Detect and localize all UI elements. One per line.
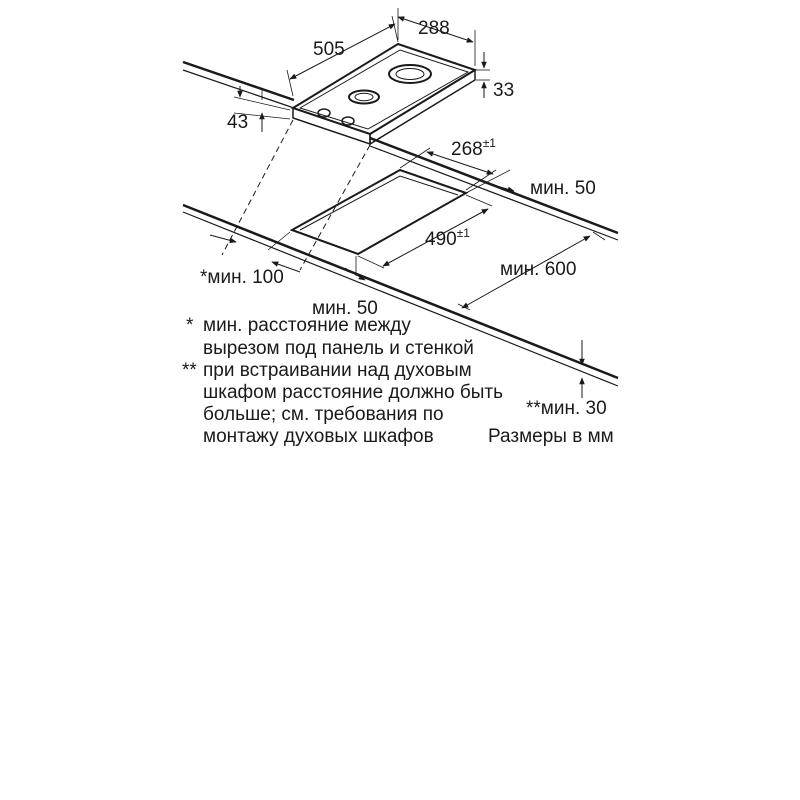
countertop-back-edge-right <box>369 136 619 235</box>
countertop-back-edge-right-inner <box>369 145 619 241</box>
small-burner-icon <box>348 89 380 105</box>
countertop-front-edge <box>182 203 619 380</box>
label-hob-depth: 288 <box>418 18 450 39</box>
label-min-front: мин. 50 <box>312 298 378 319</box>
countertop-front-edge-inner <box>182 211 619 387</box>
control-knobs <box>317 108 355 126</box>
footnote-1-line-1: мин. расстояние между <box>203 315 411 336</box>
knob-icon <box>341 116 355 126</box>
footnote-2-line-2: шкафом расстояние должно быть <box>203 382 503 403</box>
dim-hob-width: 505 <box>286 15 399 97</box>
dim-min-top: мин. 600 <box>457 231 606 311</box>
label-hob-width: 505 <box>313 39 345 60</box>
label-min-side: *мин. 100 <box>200 267 284 288</box>
label-cutout-depth: 490±1 <box>425 226 470 250</box>
knob-icon <box>317 108 331 118</box>
projection-lines <box>221 119 371 271</box>
footnote-2-mark: ** <box>182 360 197 381</box>
footnote-2-line-4: монтажу духовых шкафов <box>203 426 434 447</box>
label-min-rear: мин. 50 <box>530 178 596 199</box>
footnote-2-line-1: при встраивании над духовым <box>203 360 472 381</box>
countertop-back-edge-left-inner <box>182 69 295 109</box>
footnotes: * мин. расстояние между вырезом под пане… <box>182 315 614 447</box>
dim-cutout-depth: 490±1 <box>357 194 493 269</box>
dim-hob-height: 43 <box>227 86 291 133</box>
label-min-top: мин. 600 <box>500 259 576 280</box>
label-hob-depth-offset: 33 <box>493 80 514 101</box>
label-min-oven: **мин. 30 <box>526 398 607 419</box>
countertop <box>182 60 619 387</box>
large-burner-icon <box>388 64 432 84</box>
footnote-1-mark: * <box>186 315 194 336</box>
dim-min-rear: мин. 50 <box>465 169 596 199</box>
countertop-back-edge-left <box>182 60 295 102</box>
units-label: Размеры в мм <box>488 426 614 447</box>
cutout-inner-edge <box>299 175 459 231</box>
dim-hob-depth: 288 <box>397 8 476 66</box>
dim-hob-depth-offset: 33 <box>476 52 514 101</box>
hob-side-face <box>369 68 476 146</box>
label-hob-height: 43 <box>227 112 248 133</box>
dim-cutout-width: 268±1 <box>399 136 496 191</box>
label-cutout-width: 268±1 <box>451 136 496 160</box>
dim-min-front: мин. 50 <box>312 256 378 319</box>
dim-min-oven: **мин. 30 <box>526 340 607 419</box>
footnote-1-line-2: вырезом под панель и стенкой <box>203 338 474 359</box>
dim-min-side: *мин. 100 <box>200 231 301 288</box>
footnote-2-line-3: больше; см. требования по <box>203 404 444 425</box>
